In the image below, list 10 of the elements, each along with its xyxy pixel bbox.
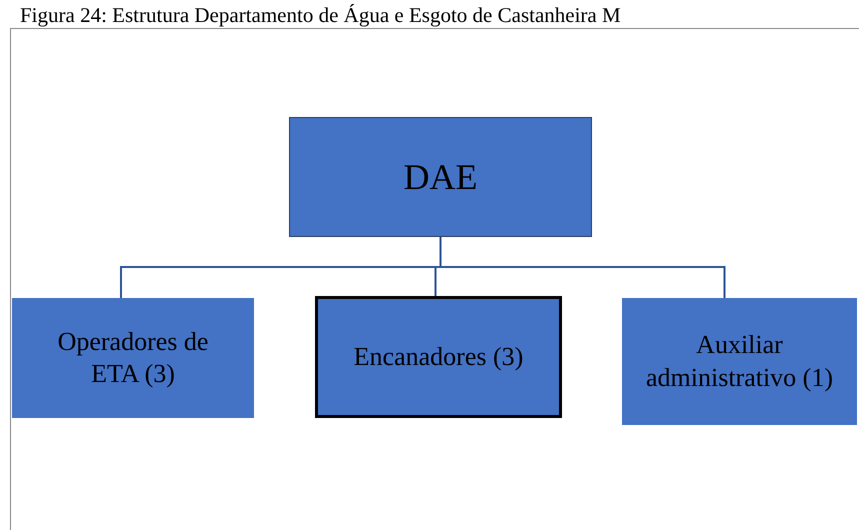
figure-title: Figura 24: Estrutura Departamento de Água e Esgoto de Castanheira M — [20, 2, 621, 28]
org-box — [289, 117, 592, 237]
org-box — [622, 298, 857, 425]
box-label: Encanadores (3) — [352, 340, 524, 373]
org-box — [315, 296, 562, 418]
org-box — [12, 298, 254, 418]
box-label: DAE — [402, 156, 478, 198]
box-label: Auxiliar administrativo (1) — [644, 329, 834, 394]
connector-line — [440, 237, 726, 298]
box-label: Operadores de ETA (3) — [56, 326, 210, 390]
